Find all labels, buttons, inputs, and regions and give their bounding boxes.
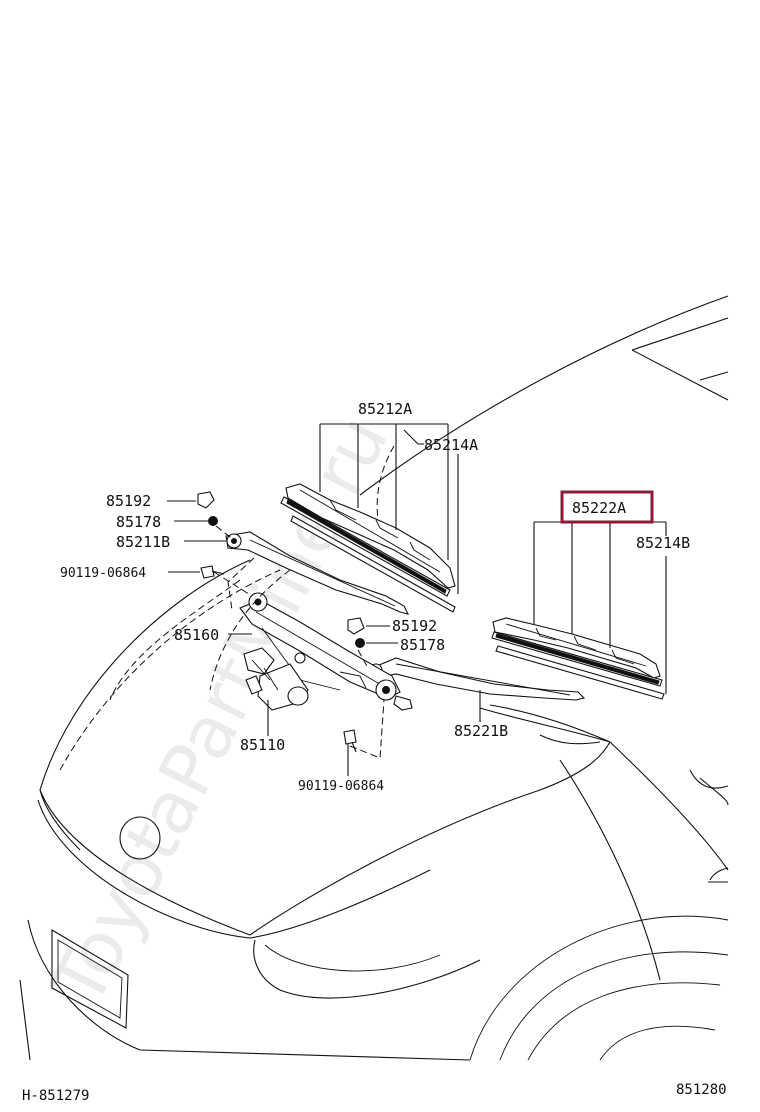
label-85214A: 85214A — [424, 436, 478, 454]
label-85211B: 85211B — [116, 533, 170, 551]
part-labels: 85212A 85214A 85192 85178 85211B 90119-0… — [60, 400, 690, 794]
wiper-blade-right — [491, 617, 665, 700]
highlight-box — [560, 490, 654, 524]
label-85192-top: 85192 — [106, 492, 151, 510]
label-85212A: 85212A — [358, 400, 412, 418]
label-85192-mid: 85192 — [392, 617, 437, 635]
label-85178-mid: 85178 — [400, 636, 445, 654]
bolt-90119-bottom — [343, 729, 357, 753]
wiper-link-assembly — [239, 592, 413, 711]
leader-lines — [167, 423, 667, 776]
label-85222A: 85222A — [572, 499, 626, 517]
nut-85178-top — [208, 516, 218, 526]
car-body-outline — [19, 295, 729, 1061]
wiper-motor — [243, 647, 309, 711]
label-85160: 85160 — [174, 626, 219, 644]
nut-85178-mid — [355, 638, 365, 648]
wiper-blade-left — [280, 483, 456, 613]
footer-left-ref: H-851279 — [22, 1088, 89, 1104]
footer-right-ref: 851280 — [676, 1082, 727, 1098]
label-90119-left: 90119-06864 — [60, 566, 146, 581]
cap-85192-top — [197, 491, 215, 509]
label-85214B: 85214B — [636, 534, 690, 552]
wiper-arm-left — [225, 531, 410, 615]
label-85110: 85110 — [240, 736, 285, 754]
label-85221B: 85221B — [454, 722, 508, 740]
cap-85192-mid — [347, 617, 365, 635]
bolt-90119-left — [200, 565, 225, 579]
assembly-guide-lines — [109, 445, 395, 759]
watermark-text: ToyotaPartMine.ru — [35, 403, 404, 1019]
label-85178-top: 85178 — [116, 513, 161, 531]
label-90119-bottom: 90119-06864 — [298, 779, 384, 794]
